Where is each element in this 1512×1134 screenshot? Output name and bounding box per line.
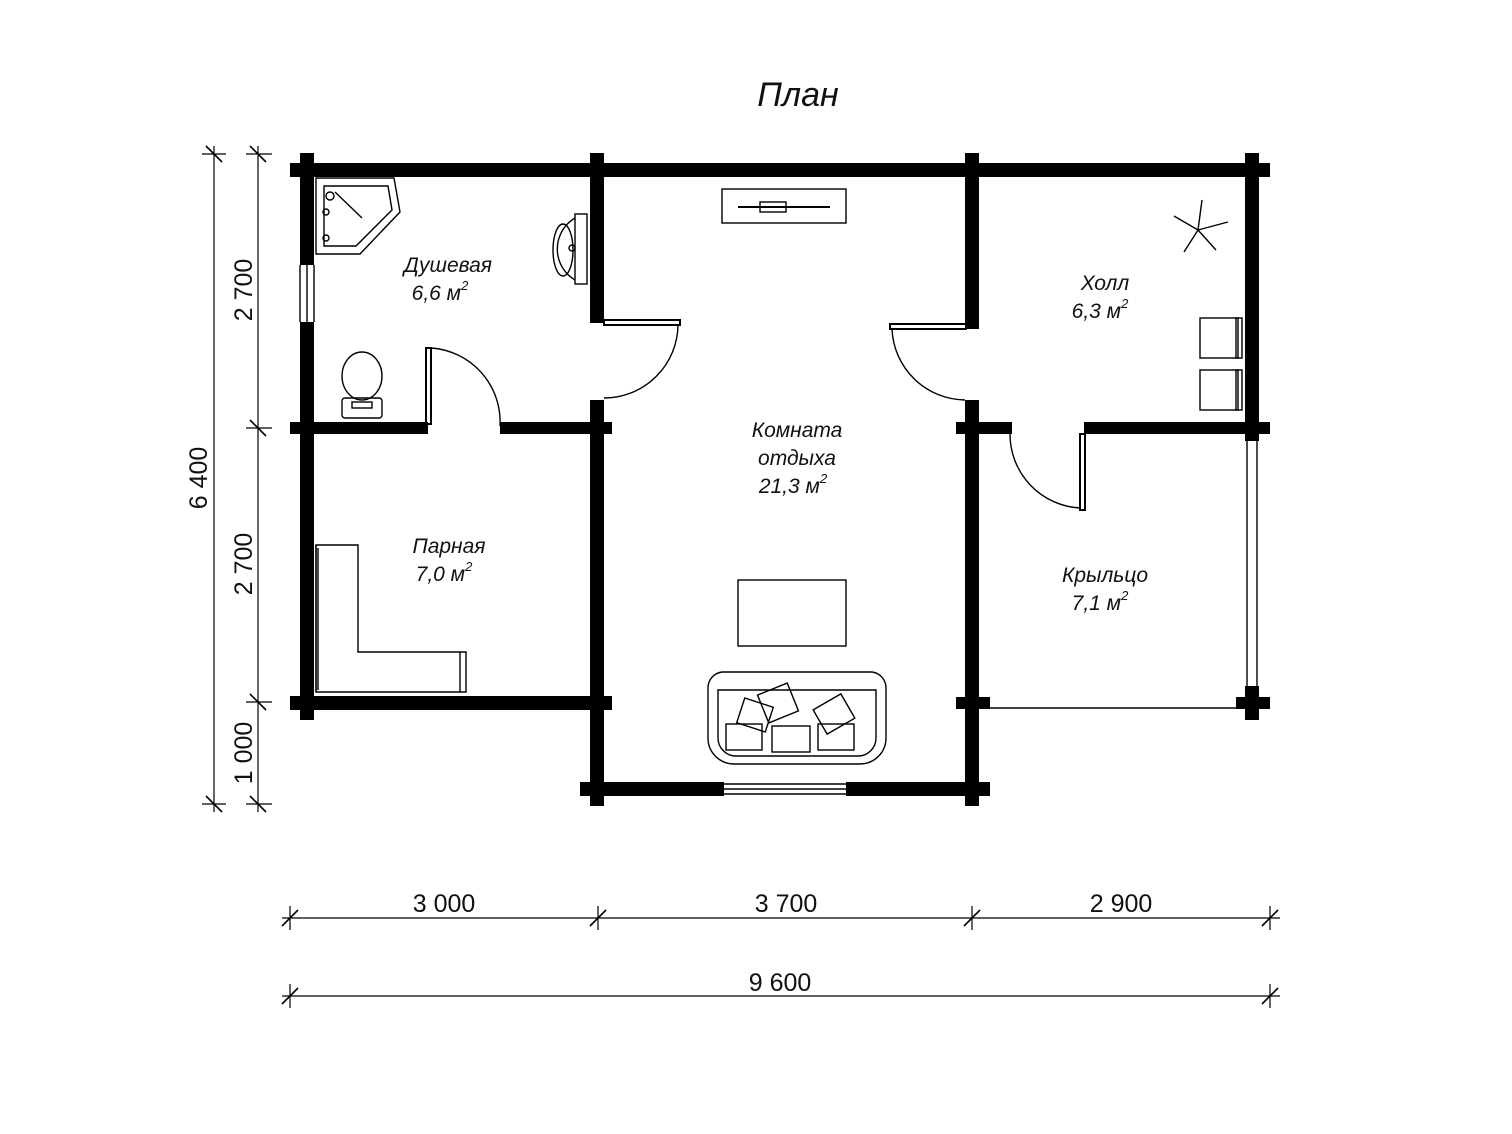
doors [425, 319, 1086, 511]
door-porch [1079, 433, 1086, 511]
plant-icon [1173, 199, 1229, 253]
wall-lounge-left-lower [590, 400, 604, 806]
wall-left-mid [300, 322, 314, 432]
chair-icon [1199, 317, 1243, 411]
bench-icon [315, 544, 467, 693]
horizontal-dimensions: 3 000 3 700 2 900 9 600 [281, 890, 1280, 1008]
fixtures [315, 177, 1243, 765]
room-area-porch: 7,1 м2 [1072, 588, 1129, 615]
wall-lounge-right-lower [965, 400, 979, 806]
dim-height-shower: 2 700 [230, 259, 258, 322]
room-name-lounge-1: Комната [752, 419, 843, 442]
tv-icon [721, 188, 847, 224]
porch-post-right-h [1236, 697, 1270, 709]
shower-cabin-icon [315, 177, 401, 255]
walls [290, 153, 1270, 806]
wall-lounge-bottom-left [580, 782, 724, 796]
dim-height-lounge-ext: 1 000 [230, 722, 258, 785]
sofa-icon [707, 671, 887, 765]
dim-height-steam: 2 700 [230, 533, 258, 596]
dim-width-total: 9 600 [749, 969, 812, 997]
room-name-porch: Крыльцо [1062, 564, 1148, 587]
wall-left-upper [300, 153, 314, 265]
room-name-steam: Парная [412, 535, 485, 558]
wall-steam-bottom [290, 696, 612, 710]
wall-hall-porch-right [1084, 422, 1270, 434]
door-lounge-right [889, 323, 967, 330]
door-shower [425, 347, 432, 425]
wall-left-lower [300, 432, 314, 720]
wall-lounge-right-upper [965, 153, 979, 329]
dim-width-lounge: 3 700 [755, 890, 818, 918]
dim-width-hall: 2 900 [1090, 890, 1153, 918]
wall-lounge-bottom-right [846, 782, 990, 796]
vertical-dimensions: 6 400 2 700 2 700 1 000 [185, 145, 272, 813]
room-labels: Душевая 6,6 м2 Комната отдыха 21,3 м2 Хо… [402, 254, 1148, 615]
table-icon [737, 579, 847, 647]
room-area-shower: 6,6 м2 [412, 278, 469, 305]
wall-hall-porch-left [956, 422, 1012, 434]
room-area-steam: 7,0 м2 [416, 559, 473, 586]
door-lounge-left [603, 319, 681, 326]
windows [299, 265, 1258, 795]
dim-width-steam: 3 000 [413, 890, 476, 918]
porch-post-left [956, 697, 990, 709]
wall-shower-steam-left [290, 422, 428, 434]
toilet-icon [341, 351, 383, 419]
wall-right-upper [1245, 153, 1259, 441]
room-name-lounge-2: отдыха [758, 447, 836, 470]
dim-height-total: 6 400 [185, 447, 213, 510]
wall-top [290, 163, 1270, 177]
room-area-lounge: 21,3 м2 [758, 471, 828, 498]
wall-shower-steam-right [500, 422, 612, 434]
plan-title: План [757, 76, 839, 114]
wall-lounge-left-upper [590, 153, 604, 323]
sink-icon [552, 213, 588, 285]
room-name-hall: Холл [1080, 272, 1130, 295]
room-name-shower: Душевая [402, 254, 492, 277]
room-area-hall: 6,3 м2 [1072, 296, 1129, 323]
